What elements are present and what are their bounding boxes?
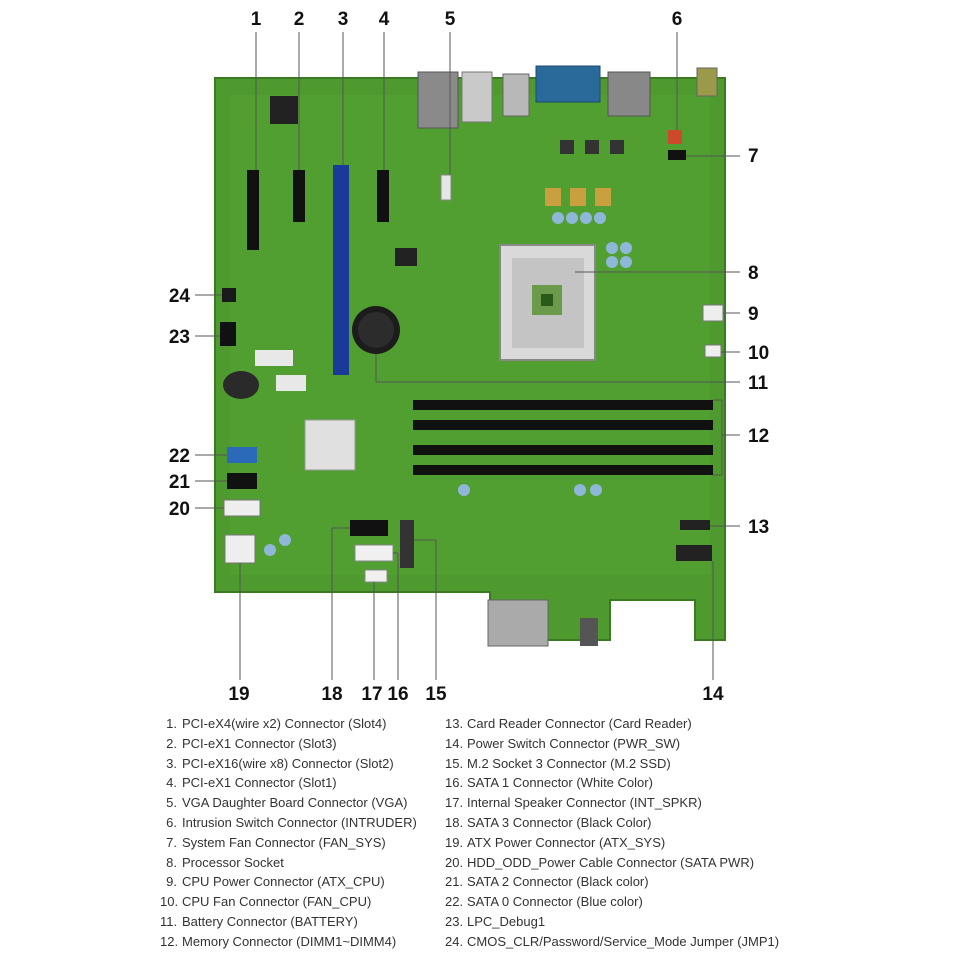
sata2-connector — [227, 473, 257, 489]
fan-cpu-connector — [704, 344, 722, 358]
legend-item: 2.PCI-eX1 Connector (Slot3) — [166, 735, 337, 751]
legend-item: 1.PCI-eX4(wire x2) Connector (Slot4) — [166, 716, 387, 731]
pcie-slot3 — [293, 170, 305, 222]
legend-item: 6.Intrusion Switch Connector (INTRUDER) — [166, 814, 417, 830]
legend-item: 10.CPU Fan Connector (FAN_CPU) — [160, 894, 372, 910]
sata3-connector — [350, 520, 388, 536]
processor-socket — [499, 244, 596, 361]
callout-10: 10 — [748, 343, 769, 364]
legend-item: 24.CMOS_CLR/Password/Service_Mode Jumper… — [445, 933, 780, 949]
legend-item: 8.Processor Socket — [166, 854, 284, 870]
m2-socket — [400, 520, 414, 568]
ecs-label — [255, 350, 293, 366]
legend-item: 7.System Fan Connector (FAN_SYS) — [166, 834, 386, 850]
motherboard-diagram: 1 2 3 4 5 6 7 8 9 10 11 12 13 14 15 16 1… — [169, 9, 769, 705]
callout-23: 23 — [169, 327, 190, 348]
callout-18: 18 — [321, 684, 342, 705]
atx-sys-connector — [224, 534, 256, 564]
legend-item: 22.SATA 0 Connector (Blue color) — [445, 894, 643, 910]
callout-7: 7 — [748, 146, 759, 167]
callout-17: 17 — [361, 684, 382, 705]
callout-3: 3 — [338, 9, 349, 30]
callout-lines — [195, 32, 740, 680]
cmos-battery — [352, 306, 400, 354]
jmp1-jumper — [222, 288, 236, 302]
callout-6: 6 — [672, 9, 683, 30]
callout-14: 14 — [702, 684, 724, 705]
legend-item: 20.HDD_ODD_Power Cable Connector (SATA P… — [445, 854, 755, 870]
legend-item: 5.VGA Daughter Board Connector (VGA) — [166, 795, 408, 811]
callout-9: 9 — [748, 304, 759, 325]
atx-cpu-connector — [702, 304, 724, 322]
callout-2: 2 — [294, 9, 305, 30]
legend-item: 3.PCI-eX16(wire x8) Connector (Slot2) — [166, 755, 394, 771]
callout-4: 4 — [379, 9, 390, 30]
callout-13: 13 — [748, 517, 769, 538]
card-reader-connector — [680, 520, 710, 530]
pcie-slot1 — [377, 170, 389, 222]
callout-21: 21 — [169, 472, 191, 493]
legend-item: 17.Internal Speaker Connector (INT_SPKR) — [445, 795, 702, 811]
rear-io-ports — [417, 65, 718, 129]
lpc-debug-header — [220, 322, 236, 346]
fan-sys-connector — [668, 150, 686, 160]
legend-right-column: 13.Card Reader Connector (Card Reader) 1… — [445, 714, 779, 952]
callout-8: 8 — [748, 263, 759, 284]
vrm-components — [545, 140, 624, 206]
dell-logo — [223, 371, 259, 399]
legend-item: 12.Memory Connector (DIMM1~DIMM4) — [160, 933, 397, 949]
callout-5: 5 — [445, 9, 456, 30]
sata0-connector — [227, 447, 257, 463]
legend-item: 15.M.2 Socket 3 Connector (M.2 SSD) — [445, 755, 671, 771]
callout-19: 19 — [228, 684, 249, 705]
legend-item: 16.SATA 1 Connector (White Color) — [445, 775, 653, 791]
sata1-connector — [354, 544, 394, 562]
callout-11: 11 — [748, 373, 769, 394]
int-spkr-connector — [364, 569, 388, 583]
callout-1: 1 — [251, 9, 262, 30]
callout-12: 12 — [748, 426, 769, 447]
dimm-slots — [413, 400, 713, 475]
callout-16: 16 — [387, 684, 408, 705]
front-io-ports — [487, 599, 549, 647]
callout-20: 20 — [169, 499, 190, 520]
pwr-sw-connector — [676, 545, 712, 561]
legend-item: 9.CPU Power Connector (ATX_CPU) — [166, 874, 385, 890]
pcie-slot2 — [333, 165, 349, 375]
legend-item: 19.ATX Power Connector (ATX_SYS) — [445, 834, 666, 850]
callout-numbers: 1 2 3 4 5 6 7 8 9 10 11 12 13 14 15 16 1… — [169, 9, 769, 705]
legend-item: 4.PCI-eX1 Connector (Slot1) — [166, 775, 337, 791]
legend-item: 18.SATA 3 Connector (Black Color) — [445, 814, 652, 830]
legend-left-column: 1.PCI-eX4(wire x2) Connector (Slot4) 2.P… — [160, 714, 417, 952]
legend-item: 23.LPC_Debug1 — [445, 913, 546, 929]
callout-24: 24 — [169, 286, 191, 307]
callout-15: 15 — [425, 684, 447, 705]
intruder-connector — [668, 130, 682, 144]
legend-item: 14.Power Switch Connector (PWR_SW) — [445, 735, 681, 751]
legend-item: 13.Card Reader Connector (Card Reader) — [445, 716, 692, 731]
sata-pwr-connector — [223, 499, 261, 517]
pcie-slot4 — [247, 170, 259, 250]
callout-22: 22 — [169, 446, 190, 467]
legend-item: 11.Battery Connector (BATTERY) — [160, 913, 358, 929]
legend-item: 21.SATA 2 Connector (Black color) — [445, 874, 649, 890]
